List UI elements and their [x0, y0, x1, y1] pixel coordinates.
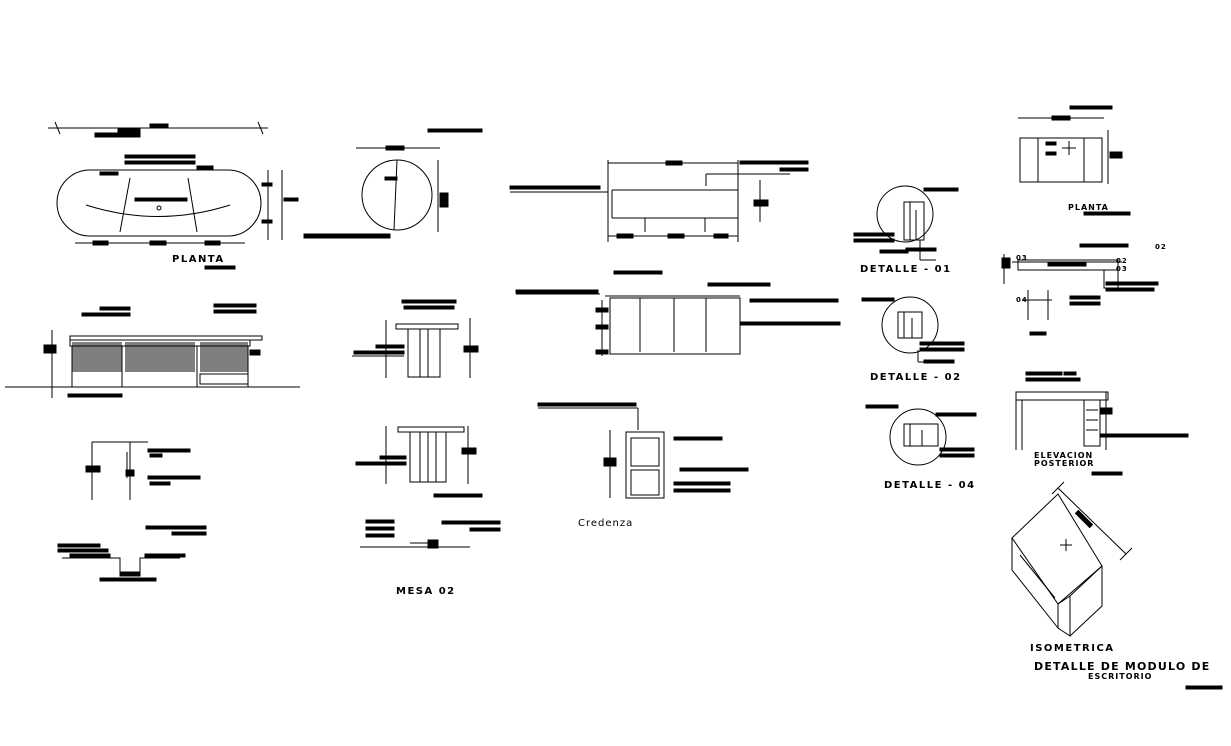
- credenza-section: [537, 402, 749, 499]
- mesa-02-elevation-2: [355, 426, 483, 498]
- dim-label-04: 04: [1016, 296, 1028, 304]
- planta-title-2: PLANTA: [1068, 203, 1109, 212]
- table-side-section: [85, 441, 201, 500]
- credenza-elevation-1: [509, 160, 809, 242]
- mesa-02-title: MESA 02: [396, 586, 456, 597]
- detail-01: [853, 185, 959, 261]
- credenza-elevation-2: [515, 270, 841, 356]
- dim-label-02a: 02: [1116, 257, 1128, 265]
- desk-isometric: [1011, 481, 1223, 690]
- mesa-02-base-detail: [360, 519, 501, 549]
- desk-plan: [1018, 105, 1131, 216]
- dim-label-03b: 03: [1016, 254, 1028, 262]
- detail-04: [865, 404, 977, 466]
- mesa-02-elevation: [352, 299, 479, 378]
- round-table-plan: [303, 128, 483, 239]
- main-title-line-2: ESCRITORIO: [1088, 672, 1153, 681]
- table-front-elevation: [5, 303, 300, 398]
- detalle-02-title: DETALLE - 02: [870, 372, 962, 383]
- detalle-01-title: DETALLE - 01: [860, 264, 952, 275]
- detail-02: [861, 296, 965, 364]
- desk-section: [1001, 243, 1159, 336]
- table-plan-view: [48, 121, 299, 270]
- elevacion-title-2: POSTERIOR: [1034, 459, 1095, 468]
- dim-label-02b: 02: [1155, 243, 1167, 251]
- planta-title-1: PLANTA: [172, 254, 225, 265]
- dim-label-03: 03: [1116, 265, 1128, 273]
- detalle-04-title: DETALLE - 04: [884, 480, 976, 491]
- elevacion-title-1: ELEVACION: [1034, 451, 1094, 460]
- desk-rear-elevation: [1015, 371, 1189, 476]
- isometrica-title: ISOMETRICA: [1030, 643, 1115, 654]
- floor-channel-detail: [57, 525, 207, 582]
- credenza-title: Credenza: [578, 518, 634, 529]
- main-title-line-1: DETALLE DE MODULO DE: [1034, 660, 1211, 673]
